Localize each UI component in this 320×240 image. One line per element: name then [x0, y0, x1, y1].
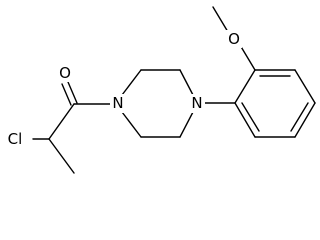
bond-methyl	[48, 138, 75, 174]
atom-nitrogen-acyl: N	[110, 94, 126, 113]
atom-nitrogen-aryl: N	[189, 94, 205, 113]
bond-benzene-1	[234, 69, 256, 104]
bond-aryl-oxygen	[239, 44, 256, 71]
bond-benzene-6	[234, 102, 256, 138]
bond-oxygen-methyl	[212, 6, 229, 33]
atom-label-oxygen-carbonyl: O	[59, 64, 71, 82]
bond-carbonyl-2	[61, 83, 72, 106]
bond-ring-3	[179, 69, 194, 96]
bond-ring-4	[179, 111, 194, 138]
atom-chlorine: Cl	[1, 130, 29, 149]
atom-layer: O N N Cl O	[1, 30, 242, 149]
bond-layer	[32, 6, 316, 174]
bond-benzene-inner-2	[290, 102, 309, 132]
atom-label-oxygen-methoxy: O	[228, 30, 240, 48]
bond-benzene-4	[294, 102, 316, 138]
structure-diagram: O N N Cl O	[1, 6, 316, 174]
bond-ring-1	[121, 69, 142, 96]
molecule-canvas: O N N Cl O	[1, 6, 316, 174]
atom-oxygen-methoxy: O	[226, 30, 242, 48]
bond-benzene-3	[294, 69, 316, 104]
bond-ring-6	[121, 111, 142, 138]
atom-label-chlorine: Cl	[8, 130, 23, 148]
bond-carbonyl-alpha	[48, 103, 75, 140]
atom-oxygen-carbonyl: O	[57, 64, 73, 82]
atom-label-nitrogen-aryl: N	[191, 94, 202, 112]
bond-benzene-inner-3	[241, 102, 260, 132]
atom-label-nitrogen-acyl: N	[112, 94, 123, 112]
bond-carbonyl-1	[67, 81, 78, 104]
